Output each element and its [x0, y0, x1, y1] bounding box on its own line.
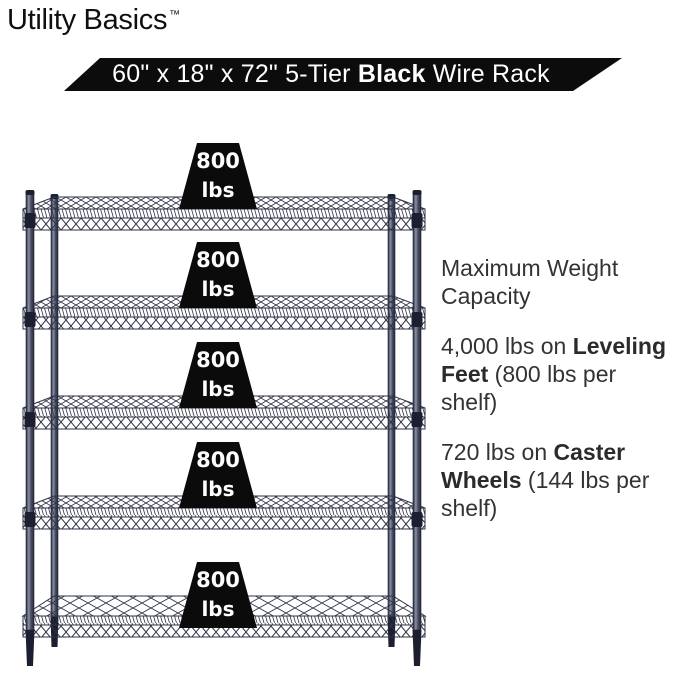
shelf-collar — [411, 312, 423, 327]
banner-text: 60" x 18" x 72" 5-Tier Black Wire Rack — [112, 60, 550, 89]
front-posts — [24, 190, 423, 666]
weight-trapezoid: 800 lbs — [179, 143, 257, 209]
shelf-collar — [24, 312, 36, 327]
trademark-symbol: ™ — [169, 9, 180, 22]
shelf-collar — [411, 213, 423, 228]
post-cap — [25, 190, 35, 195]
weight-trapezoid: 800 lbs — [179, 562, 257, 628]
weight-trapezoid: 800 lbs — [179, 442, 257, 508]
weight-unit: lbs — [201, 178, 234, 202]
weight-unit: lbs — [201, 377, 234, 401]
leveling-foot — [25, 630, 35, 666]
banner-highlight-text: Black — [357, 60, 426, 88]
post-cap — [412, 190, 422, 195]
banner-suffix-text: Wire Rack — [425, 60, 550, 88]
shelf-collar — [411, 412, 423, 427]
caster-prefix: 720 lbs on — [441, 439, 554, 465]
leveling-suffix: (800 lbs per shelf) — [441, 361, 617, 415]
wire-rack-illustration: 800 lbs 800 lbs 800 lbs 800 lbs 800 lbs — [21, 143, 427, 666]
caster-capacity-text: 720 lbs on Caster Wheels (144 lbs per sh… — [441, 438, 669, 522]
weight-unit: lbs — [201, 597, 234, 621]
weight-value: 800 — [196, 448, 240, 472]
weight-value: 800 — [196, 348, 240, 372]
weight-value: 800 — [196, 149, 240, 173]
shelf-collar — [24, 213, 36, 228]
title-banner: 60" x 18" x 72" 5-Tier Black Wire Rack — [64, 58, 622, 91]
shelf — [22, 196, 426, 231]
brand-name: Utility Basics — [7, 4, 168, 36]
leveling-bold: Leveling Feet — [441, 333, 667, 387]
weight-unit: lbs — [201, 477, 234, 501]
leveling-foot — [412, 630, 422, 666]
weight-unit: lbs — [201, 277, 234, 301]
capacity-panel: Maximum Weight Capacity 4,000 lbs on Lev… — [441, 254, 669, 544]
capacity-heading: Maximum Weight Capacity — [441, 255, 619, 309]
banner-size-text: 60" x 18" x 72" 5-Tier — [112, 60, 358, 88]
caster-suffix: (144 lbs per shelf) — [441, 467, 650, 521]
weight-trapezoid: 800 lbs — [179, 242, 257, 308]
weight-trapezoid: 800 lbs — [179, 342, 257, 408]
shelf-collar — [411, 512, 423, 527]
shelf-collar — [24, 512, 36, 527]
leveling-capacity-text: 4,000 lbs on Leveling Feet (800 lbs per … — [441, 332, 669, 416]
weight-value: 800 — [196, 248, 240, 272]
weight-value: 800 — [196, 568, 240, 592]
shelf-collar — [24, 412, 36, 427]
leveling-prefix: 4,000 lbs on — [441, 333, 573, 359]
caster-bold: Caster Wheels — [441, 439, 626, 493]
